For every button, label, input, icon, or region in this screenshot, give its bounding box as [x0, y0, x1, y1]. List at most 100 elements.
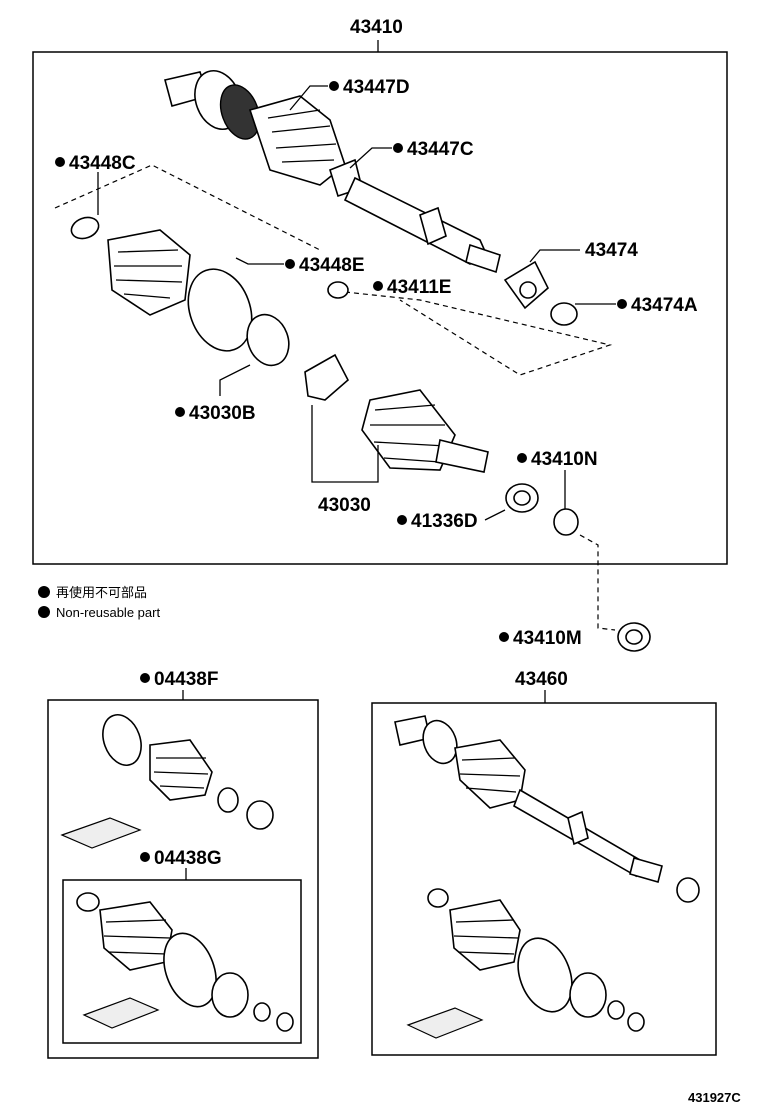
diagram-code: 431927C: [688, 1090, 741, 1105]
dust-seal-hole: [625, 629, 643, 645]
outer-kit-parts: [60, 714, 274, 849]
boot-folds: [267, 109, 337, 163]
bullet-icon: [373, 281, 383, 291]
inner-boot-folds: [114, 249, 183, 299]
kit-snap-ring: [253, 1002, 271, 1022]
bullet-icon: [393, 143, 403, 153]
kit-ring: [246, 800, 274, 830]
rebuilt-assembly-frame: [371, 702, 717, 1056]
snap-ring-small: [327, 281, 349, 299]
callout-41336D[interactable]: 41336D: [411, 511, 478, 532]
leader-43030B: [219, 364, 251, 396]
bullet-icon: [38, 586, 50, 598]
kit-clamp-large: [102, 714, 142, 766]
callout-43448E[interactable]: 43448E: [299, 255, 365, 276]
inner-boot: [107, 229, 191, 316]
kit-clamp-small: [217, 787, 239, 813]
kit-snap-ring-2: [276, 1012, 294, 1032]
assembly-number-43460[interactable]: 43460: [515, 669, 568, 690]
callout-43410N[interactable]: 43410N: [531, 449, 598, 470]
assembly-number-43410[interactable]: 43410: [350, 17, 403, 38]
large-clamp: [187, 268, 253, 352]
callout-43447D[interactable]: 43447D: [343, 77, 410, 98]
bullet-icon: [285, 259, 295, 269]
shaft-bar: [343, 176, 490, 265]
callout-43411E[interactable]: 43411E: [387, 277, 451, 298]
drive-shaft-sketch: [164, 70, 501, 274]
bullet-icon: [499, 632, 509, 642]
legend-english: Non-reusable part: [56, 605, 160, 620]
joint-housing: [361, 389, 456, 471]
bullet-icon: [617, 299, 627, 309]
r-inner-folds: [453, 919, 519, 955]
r-damper: [567, 810, 589, 846]
inner-spline: [465, 243, 501, 274]
r-large-clamp: [517, 937, 573, 1013]
bearing-hole: [519, 281, 537, 299]
outer-ring: [219, 84, 261, 140]
leader-43448E: [235, 257, 284, 265]
callout-43474[interactable]: 43474: [585, 240, 638, 261]
r-inner-boot: [449, 899, 521, 971]
bullet-icon: [329, 81, 339, 91]
set-outline-left: [54, 164, 321, 251]
r-retainer: [569, 972, 607, 1018]
inner-joint-sketch: [304, 353, 489, 473]
rebuilt-shaft-sketch: [394, 715, 700, 1039]
kit-04438G[interactable]: 04438G: [154, 848, 222, 869]
inner-kit-parts: [76, 892, 294, 1032]
leader-43447C: [349, 147, 392, 169]
kit-retainer: [211, 972, 249, 1018]
callout-43030B[interactable]: 43030B: [189, 403, 256, 424]
leader-43447D: [289, 85, 328, 111]
joint-rings: [370, 404, 447, 463]
leader-43030: [311, 405, 379, 483]
tripod: [304, 353, 350, 401]
small-clamp: [70, 216, 100, 240]
r-snap-ring-2: [627, 1012, 645, 1032]
r-inner-spline: [629, 857, 663, 883]
oil-seal-hole: [513, 490, 531, 506]
bullet-icon: [38, 606, 50, 618]
grease-pack: [60, 817, 142, 849]
leader-41336D: [484, 509, 506, 521]
main-assembly-frame: [32, 51, 728, 565]
bullet-icon: [140, 673, 150, 683]
kit-small-clamp: [76, 892, 100, 912]
kit-outer-boot: [149, 739, 213, 801]
leader-43474: [529, 249, 580, 263]
kit-boot-folds: [153, 757, 209, 789]
joint-stub: [435, 439, 489, 473]
r-ring: [676, 877, 700, 903]
set-outline-right: [344, 291, 613, 376]
callout-43410M[interactable]: 43410M: [513, 628, 582, 649]
r-small-clamp: [427, 888, 449, 908]
r-grease-pack: [406, 1007, 484, 1039]
bearing-ring: [550, 302, 578, 326]
bullet-icon: [175, 407, 185, 417]
callout-43030[interactable]: 43030: [318, 495, 371, 516]
kit-frame-inner: [62, 879, 302, 1044]
kit-frame-outer: [47, 699, 319, 1059]
kit-inner-folds: [103, 919, 171, 955]
legend-japanese: 再使用不可部品: [56, 585, 147, 600]
bullet-icon: [55, 157, 65, 167]
kit-large-clamp: [163, 932, 217, 1008]
bullet-icon: [397, 515, 407, 525]
damper: [419, 206, 447, 246]
inner-boot-sketch: [107, 229, 191, 316]
r-snap-ring: [607, 1000, 625, 1020]
r-outer-joint: [422, 719, 458, 765]
kit-grease-pack: [82, 997, 160, 1029]
connector-43410M: [579, 534, 616, 631]
callout-43447C[interactable]: 43447C: [407, 139, 474, 160]
callout-43474A[interactable]: 43474A: [631, 295, 698, 316]
retainer-ring: [246, 313, 290, 367]
r-boot-folds: [459, 757, 521, 793]
callout-43448C[interactable]: 43448C: [69, 153, 136, 174]
clip-ring: [553, 508, 579, 536]
kit-04438F[interactable]: 04438F: [154, 669, 218, 690]
bullet-icon: [140, 852, 150, 862]
bullet-icon: [517, 453, 527, 463]
